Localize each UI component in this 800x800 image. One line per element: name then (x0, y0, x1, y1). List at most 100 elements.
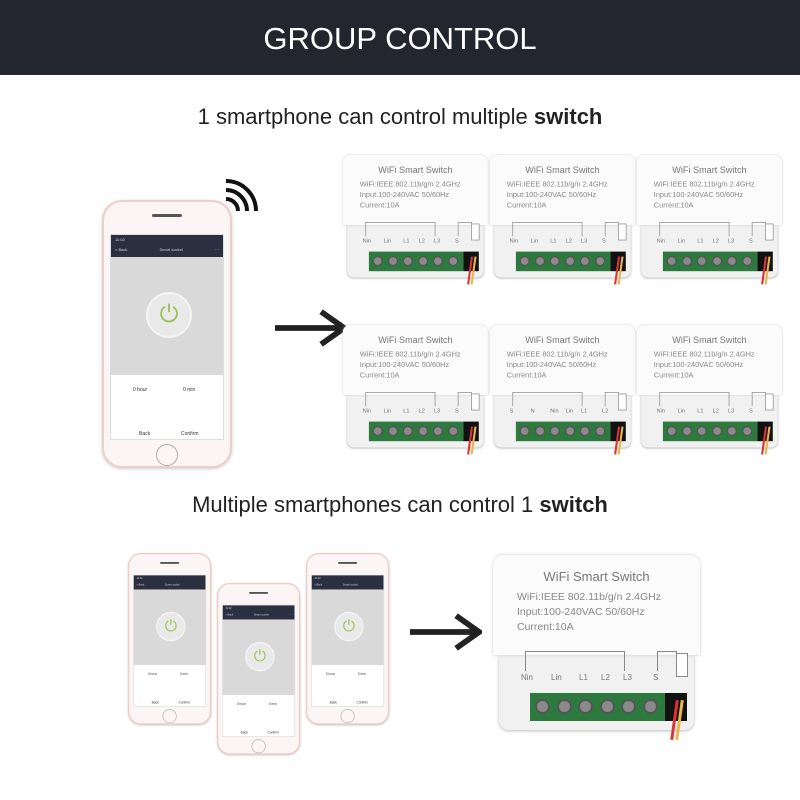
power-button[interactable]: ⏻ (146, 292, 192, 338)
heading-bold: switch (539, 492, 608, 517)
screw (681, 255, 692, 267)
screw (666, 255, 677, 267)
screen-title: Smart socket (253, 613, 269, 617)
timer-text: 0 hour (133, 387, 148, 393)
power-button[interactable]: ⏻ (245, 641, 275, 672)
home-button[interactable] (340, 709, 355, 724)
terminal-label: N (530, 407, 535, 414)
wiring-line (751, 392, 766, 407)
screw (417, 255, 429, 267)
back-link[interactable]: < Back (314, 583, 323, 587)
screw (447, 425, 459, 437)
power-button[interactable]: ⏻ (334, 611, 364, 642)
switch-spec: Input:100-240VAC 50/60Hz (359, 360, 450, 370)
screw (711, 425, 723, 437)
screw (387, 425, 398, 437)
dip-switch (618, 393, 627, 411)
switch-title: WiFi Smart Switch (543, 569, 650, 584)
terminal-label: L1 (403, 407, 410, 414)
screw (621, 699, 636, 714)
wiring-line (512, 392, 583, 407)
switch-spec: WiFi:IEEE 802.11b/g/n 2.4GHz (653, 350, 755, 359)
terminal-label: Lin (383, 407, 392, 414)
terminal-label: Nin (656, 237, 666, 244)
terminal-label: L1 (581, 407, 588, 414)
screw (519, 255, 530, 267)
terminal-label: L3 (434, 237, 441, 244)
timer-text: 0 min (357, 672, 366, 677)
terminal-label: L3 (581, 237, 588, 244)
terminal-label: L3 (728, 237, 735, 244)
screen-title: Smart socket (164, 583, 180, 587)
screw (549, 425, 560, 437)
screw (711, 255, 723, 267)
screw (681, 425, 692, 437)
power-button[interactable]: ⏻ (156, 611, 186, 642)
wiring-line (659, 392, 730, 407)
dip-switch (765, 223, 774, 241)
switch-title: WiFi Smart Switch (378, 164, 453, 176)
section-heading-1: 1 smartphone can control multiple switch (0, 104, 800, 130)
terminal-label: S (455, 407, 459, 414)
terminal-block (368, 421, 464, 442)
back-link[interactable]: < Back (136, 583, 145, 587)
timer-text: 0 hour (325, 672, 335, 677)
menu-dots: ··· (378, 583, 381, 587)
back-link[interactable]: < Back (225, 613, 234, 617)
screw (594, 255, 606, 267)
speaker (160, 561, 180, 564)
wiring-line (657, 651, 677, 671)
switch-title: WiFi Smart Switch (525, 164, 600, 176)
switch-spec: Current:10A (653, 371, 694, 380)
switch-face (637, 325, 782, 395)
terminal-block (515, 251, 611, 272)
status-time: 11:02 (314, 576, 321, 580)
timer-text: 0 hour (236, 702, 246, 707)
screw (519, 425, 530, 437)
terminal-block (662, 251, 758, 272)
screw (741, 255, 753, 267)
terminal-label: L2 (565, 237, 572, 244)
home-button[interactable] (162, 709, 177, 724)
terminal-label: L2 (712, 407, 719, 414)
screw (556, 699, 572, 714)
switch-spec: Input:100-240VAC 50/60Hz (517, 606, 645, 618)
speaker (338, 561, 358, 564)
screw (402, 255, 413, 267)
terminal-label: L2 (418, 407, 425, 414)
switch-spec: WiFi:IEEE 802.11b/g/n 2.4GHz (653, 180, 755, 189)
terminal-label: S (455, 237, 459, 244)
screw (387, 255, 398, 267)
home-button[interactable] (156, 444, 178, 466)
timer-text: Back (151, 700, 159, 705)
control-area: ⏻ (111, 257, 223, 375)
timer-text: Confirm (356, 700, 368, 705)
timer-text: Back (240, 730, 248, 735)
speaker (152, 214, 182, 217)
timer-text: Back (329, 700, 337, 705)
screw (549, 255, 560, 267)
terminal-label: S (509, 407, 514, 414)
screw (594, 425, 606, 437)
terminal-label: Lin (677, 237, 686, 244)
screw (535, 699, 550, 714)
back-link[interactable]: < Back (115, 247, 128, 252)
home-button[interactable] (251, 739, 266, 754)
screw (741, 425, 753, 437)
terminal-label: Nin (362, 237, 372, 244)
timer-text: Back (139, 431, 151, 437)
screen-title: Smart socket (159, 247, 183, 252)
terminal-label: L3 (623, 673, 632, 682)
switch-title: WiFi Smart Switch (378, 334, 453, 346)
switch-face (343, 325, 488, 395)
